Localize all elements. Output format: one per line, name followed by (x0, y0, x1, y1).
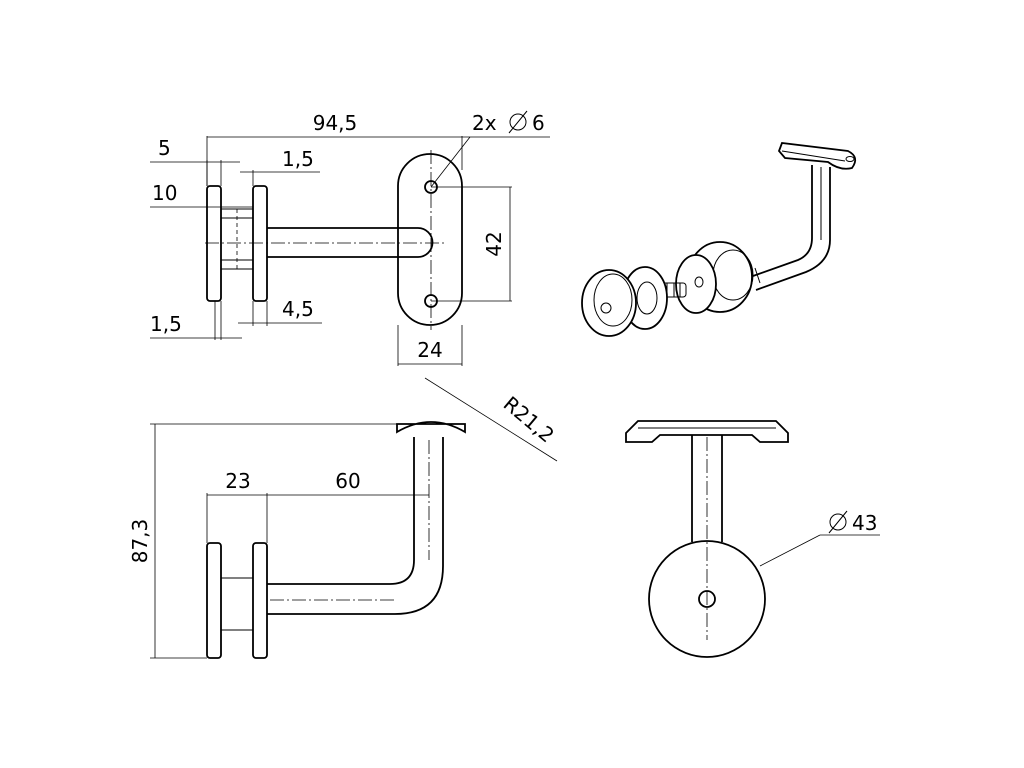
top-view: 94,5 2x 6 5 1,5 10 1,5 4,5 (150, 110, 550, 366)
dim-rosette-diameter: 43 (852, 511, 877, 535)
iso-rosette-front (581, 269, 637, 337)
dim-saddle-radius: R21,2 (499, 391, 559, 447)
top-plate-outer (206, 185, 222, 302)
top-arm-end (417, 227, 434, 258)
iso-arm (752, 165, 813, 277)
dim-front-arm-length: 60 (335, 469, 360, 493)
front-plate-outer (206, 542, 222, 659)
dim-hole-diameter: 6 (532, 111, 545, 135)
dim-front-height: 87,3 (128, 519, 152, 564)
dim-plate-thickness: 5 (158, 136, 171, 160)
side-rosette-hole (698, 590, 716, 608)
iso-saddle (777, 142, 857, 170)
isometric-view (581, 142, 857, 337)
dim-spacer-bottom: 1,5 (150, 312, 182, 336)
front-plate-inner (252, 542, 268, 659)
iso-disk-2 (675, 254, 717, 314)
top-plate-inner (252, 185, 268, 302)
dim-inner-gap: 4,5 (282, 297, 314, 321)
dim-gap: 10 (152, 181, 177, 205)
dim-front-offset: 23 (225, 469, 250, 493)
front-view: R21,2 87,3 23 60 (128, 377, 559, 659)
front-saddle (396, 421, 466, 434)
diameter-icon (508, 110, 528, 134)
side-view: 43 (625, 420, 880, 658)
dim-top-overall: 94,5 (313, 111, 358, 135)
side-rosette (648, 540, 766, 658)
front-arm-outer (267, 437, 415, 585)
dim-saddle-width: 24 (417, 338, 442, 362)
diameter-icon (828, 510, 848, 534)
dim-spacer-top: 1,5 (282, 147, 314, 171)
dim-holes-count: 2x (472, 111, 497, 135)
dim-hole-spacing: 42 (482, 231, 506, 256)
side-saddle (625, 420, 789, 443)
top-saddle (397, 153, 463, 326)
front-arm-inner (267, 437, 444, 615)
